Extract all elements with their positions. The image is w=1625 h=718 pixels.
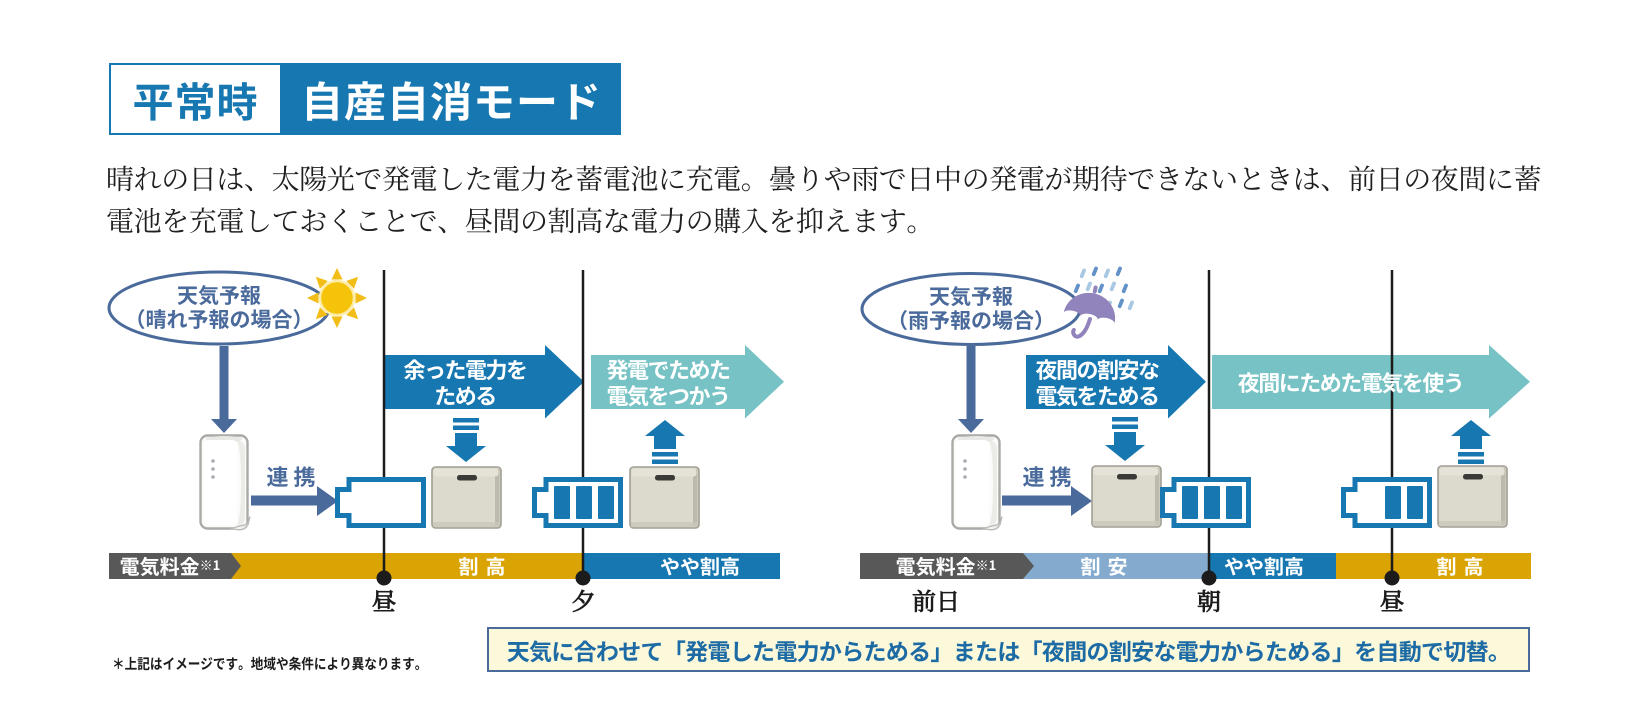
forecast-case-rainy: （雨予報の場合） bbox=[887, 305, 1055, 335]
price-label-rainy: 電気料金※1 bbox=[896, 551, 997, 580]
tick-line-noon-rainy bbox=[1390, 270, 1394, 578]
forecast-bubble-text-sunny: 天気予報 （晴れ予報の場合） bbox=[89, 283, 349, 331]
seg-label-somewhat-rainy: やや割高 bbox=[1224, 551, 1304, 580]
store-banner-line1-sunny: 余った電力を bbox=[403, 353, 528, 385]
tick-dot bbox=[575, 570, 591, 586]
store-banner-line2-rainy: 電気をためる bbox=[1035, 379, 1160, 411]
seg-label-cheap-rainy: 割安 bbox=[1080, 551, 1135, 580]
use-banner-rainy bbox=[1212, 345, 1530, 419]
use-banner-line1-sunny: 発電でためた bbox=[606, 353, 731, 385]
battery-icon-empty bbox=[335, 477, 426, 528]
tick-line-noon-sunny bbox=[382, 270, 386, 578]
charge-arrow-rainy bbox=[1105, 417, 1145, 461]
footnote: ＊上記はイメージです。地域や条件により異なります。 bbox=[112, 653, 428, 674]
down-arrow-sunny bbox=[211, 346, 237, 433]
price-label-text: 電気料金 bbox=[119, 551, 200, 580]
battery-unit bbox=[431, 466, 502, 529]
price-label-sup: ※1 bbox=[199, 555, 221, 574]
down-arrow-rainy bbox=[958, 346, 984, 433]
battery-icon-full bbox=[532, 477, 623, 528]
price-label-text: 電気料金 bbox=[895, 551, 976, 580]
battery-bar bbox=[1407, 486, 1423, 519]
tick-dot bbox=[1384, 570, 1400, 586]
battery-bar bbox=[598, 486, 614, 519]
use-banner-line2-sunny: 電気をつかう bbox=[606, 379, 731, 411]
price-label-sunny: 電気料金※1 bbox=[120, 551, 221, 580]
mode-label: 自産自消モード bbox=[300, 68, 602, 130]
forecast-title-rainy: 天気予報 bbox=[929, 281, 1013, 311]
intro-line-1: 晴れの日は、太陽光で発電した電力を蓄電池に充電。曇りや雨で日中の発電が期待できな… bbox=[106, 158, 1542, 198]
link-label-sunny: 連 携 bbox=[266, 460, 316, 492]
battery-bar bbox=[1226, 486, 1242, 519]
link-arrow-sunny bbox=[251, 486, 338, 516]
tick-label-prevday-rainy: 前日 bbox=[912, 582, 960, 617]
tick-dot bbox=[1201, 570, 1217, 586]
store-banner-text-sunny: 余った電力を ためる bbox=[385, 356, 545, 408]
condition-label-box: 平常時 bbox=[109, 63, 282, 135]
seg-label-expensive-sunny: 割高 bbox=[458, 551, 513, 580]
forecast-case-sunny: （晴れ予報の場合） bbox=[124, 304, 314, 334]
store-banner-line1-rainy: 夜間の割安な bbox=[1035, 353, 1160, 385]
discharge-arrow-sunny bbox=[645, 420, 685, 464]
sun-icon bbox=[307, 268, 367, 328]
link-label-rainy: 連 携 bbox=[1022, 460, 1072, 492]
tick-line-morning-rainy bbox=[1207, 270, 1211, 578]
tick-label-noon-rainy: 昼 bbox=[1380, 582, 1404, 617]
battery-bar bbox=[1385, 486, 1401, 519]
mode-label-box: 自産自消モード bbox=[282, 63, 621, 135]
tick-dot bbox=[376, 570, 392, 586]
auto-switch-note: 天気に合わせて「発電した電力からためる」または「夜間の割安な電力からためる」を自… bbox=[506, 632, 1511, 667]
battery-bar bbox=[1182, 486, 1198, 519]
tick-label-evening-sunny: 夕 bbox=[571, 582, 595, 617]
link-arrow-rainy bbox=[1002, 486, 1092, 516]
battery-unit bbox=[1437, 465, 1508, 528]
use-banner-sunny bbox=[591, 345, 784, 419]
price-bar-head-sunny bbox=[109, 553, 241, 579]
price-label-sup: ※1 bbox=[975, 555, 997, 574]
use-banner-text-rainy: 夜間にためた電気を使う bbox=[1237, 366, 1465, 398]
battery-icon-full bbox=[1160, 477, 1251, 528]
use-banner-text-sunny: 発電でためた 電気をつかう bbox=[591, 356, 745, 408]
store-banner-text-rainy: 夜間の割安な 電気をためる bbox=[1026, 356, 1168, 408]
hems-controller-sunny bbox=[199, 434, 251, 531]
intro-line-2: 電池を充電しておくことで、昼間の割高な電力の購入を抑えます。 bbox=[106, 200, 935, 240]
discharge-arrow-rainy bbox=[1451, 420, 1491, 464]
battery-bar bbox=[576, 486, 592, 519]
seg-label-somewhat-sunny: やや割高 bbox=[660, 551, 740, 580]
umbrella-rain-icon bbox=[1063, 266, 1134, 339]
store-banner-rainy bbox=[1026, 345, 1206, 419]
battery-unit bbox=[629, 466, 700, 529]
charge-arrow-sunny bbox=[446, 418, 486, 462]
hems-controller-rainy bbox=[951, 434, 1003, 531]
tick-line-evening-sunny bbox=[581, 270, 585, 578]
auto-switch-note-box: 天気に合わせて「発電した電力からためる」または「夜間の割安な電力からためる」を自… bbox=[487, 627, 1530, 672]
store-banner-sunny bbox=[385, 345, 584, 419]
battery-icon-two-bars bbox=[1341, 477, 1432, 528]
seg-label-expensive-rainy: 割高 bbox=[1436, 551, 1491, 580]
price-bar-head-rainy bbox=[860, 553, 1034, 579]
tick-label-noon-sunny: 昼 bbox=[372, 582, 396, 617]
battery-bar bbox=[554, 486, 570, 519]
forecast-title-sunny: 天気予報 bbox=[177, 280, 261, 310]
battery-bar bbox=[1204, 486, 1220, 519]
tick-label-morning-rainy: 朝 bbox=[1197, 582, 1221, 617]
intro-paragraph: 晴れの日は、太陽光で発電した電力を蓄電池に充電。曇りや雨で日中の発電が期待できな… bbox=[106, 157, 1556, 241]
forecast-bubble-text-rainy: 天気予報 （雨予報の場合） bbox=[841, 284, 1101, 332]
store-banner-line2-sunny: ためる bbox=[434, 379, 497, 411]
condition-label: 平常時 bbox=[132, 69, 259, 129]
